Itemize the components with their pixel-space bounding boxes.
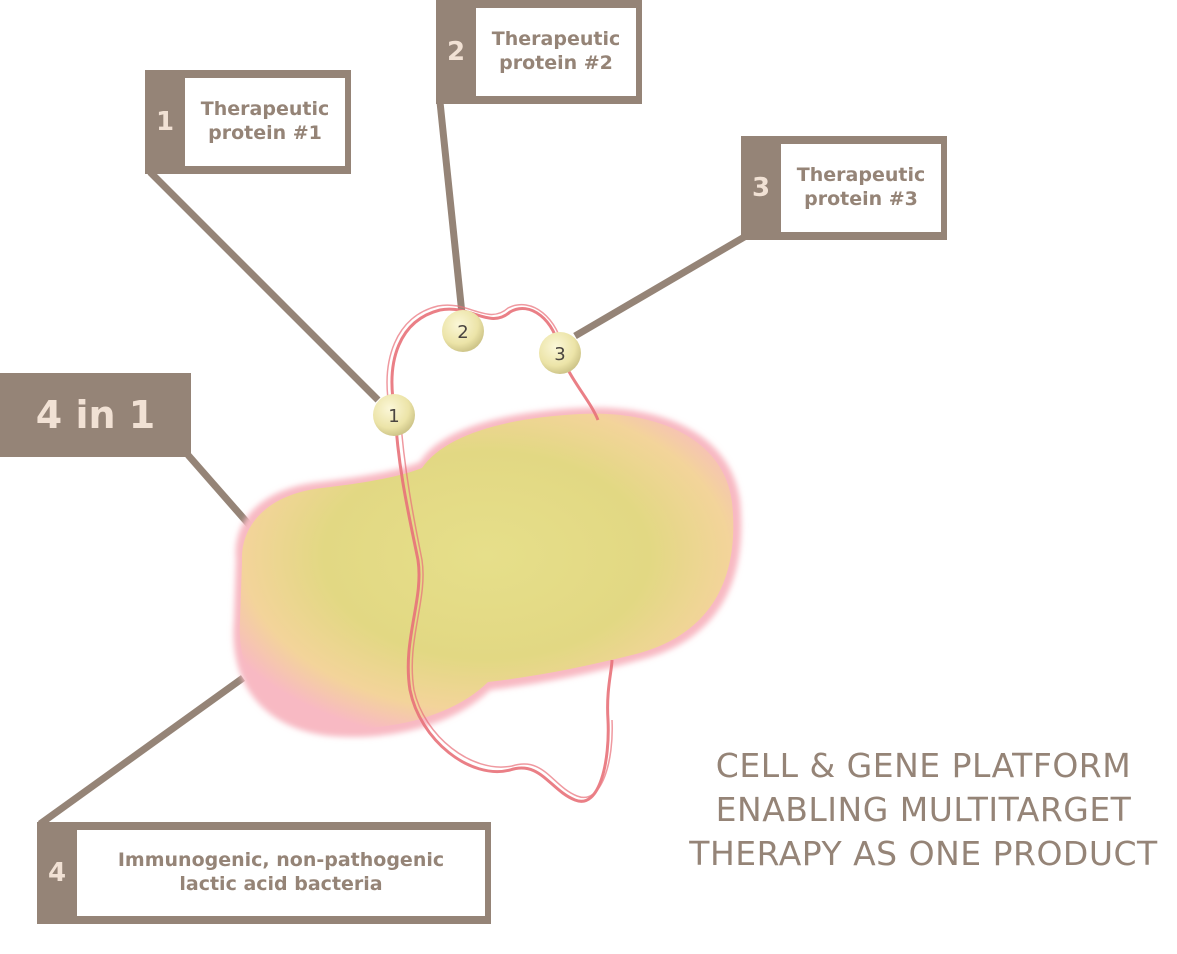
tagline-line-2: ENABLING MULTITARGET — [715, 790, 1132, 829]
callout-therapeutic-protein-2: 2 Therapeutic protein #2 — [436, 0, 642, 104]
tagline: CELL & GENE PLATFORM ENABLING MULTITARGE… — [670, 744, 1177, 876]
leader-line-3 — [573, 232, 748, 340]
callout-label-box: Therapeutic protein #3 — [781, 144, 941, 232]
bacterium — [233, 407, 742, 737]
callout-label-line2: protein #3 — [804, 188, 918, 210]
callout-label-line1: Therapeutic — [796, 164, 926, 187]
callout-therapeutic-protein-1: 1 Therapeutic protein #1 — [145, 70, 351, 174]
headline-badge: 4 in 1 — [0, 373, 191, 457]
leader-line-2 — [436, 101, 466, 315]
callout-label-line1: Therapeutic — [200, 98, 330, 121]
marker-bead-3: 3 — [539, 332, 581, 374]
marker-bead-2-label: 2 — [457, 322, 468, 343]
tagline-line-3: THERAPY AS ONE PRODUCT — [689, 834, 1158, 873]
callout-number: 2 — [446, 37, 466, 67]
tagline-line-1: CELL & GENE PLATFORM — [715, 746, 1132, 785]
callout-label-line2: protein #1 — [208, 122, 322, 144]
callout-label-line1: Immunogenic, non-pathogenic — [117, 849, 445, 872]
callout-therapeutic-protein-3: 3 Therapeutic protein #3 — [741, 136, 947, 240]
leader-line-1 — [147, 169, 381, 403]
callout-number: 3 — [751, 173, 771, 203]
callout-label-line2: lactic acid bacteria — [179, 873, 383, 895]
callout-label-line2: protein #2 — [499, 52, 613, 74]
callout-lactic-acid-bacteria: 4 Immunogenic, non-pathogenic lactic aci… — [37, 822, 491, 924]
leader-line-4 — [37, 675, 246, 827]
marker-bead-2: 2 — [442, 310, 484, 352]
callout-label-line1: Therapeutic — [491, 28, 621, 51]
marker-bead-1-label: 1 — [388, 406, 399, 427]
marker-bead-3-label: 3 — [554, 344, 565, 365]
callout-label-box: Immunogenic, non-pathogenic lactic acid … — [77, 830, 485, 916]
callout-number: 1 — [155, 107, 175, 137]
callout-label-box: Therapeutic protein #1 — [185, 78, 345, 166]
leader-line-headline — [185, 452, 255, 531]
callout-label-box: Therapeutic protein #2 — [476, 8, 636, 96]
callout-number: 4 — [47, 858, 67, 888]
marker-bead-1: 1 — [373, 394, 415, 436]
